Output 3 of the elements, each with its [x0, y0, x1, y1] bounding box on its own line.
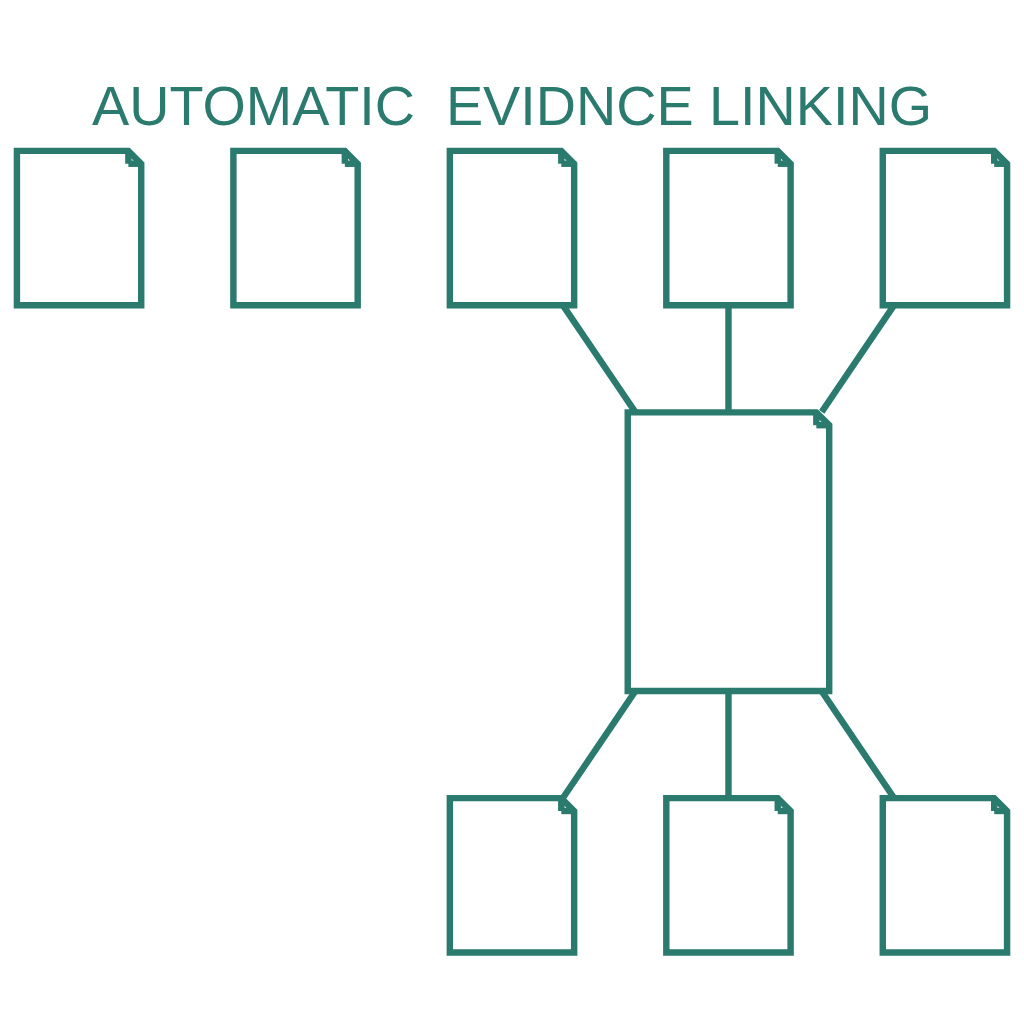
diagram-title: AUTOMATIC EVIDNCE LINKING — [91, 74, 933, 137]
connector — [725, 305, 732, 412]
connector — [725, 691, 732, 798]
